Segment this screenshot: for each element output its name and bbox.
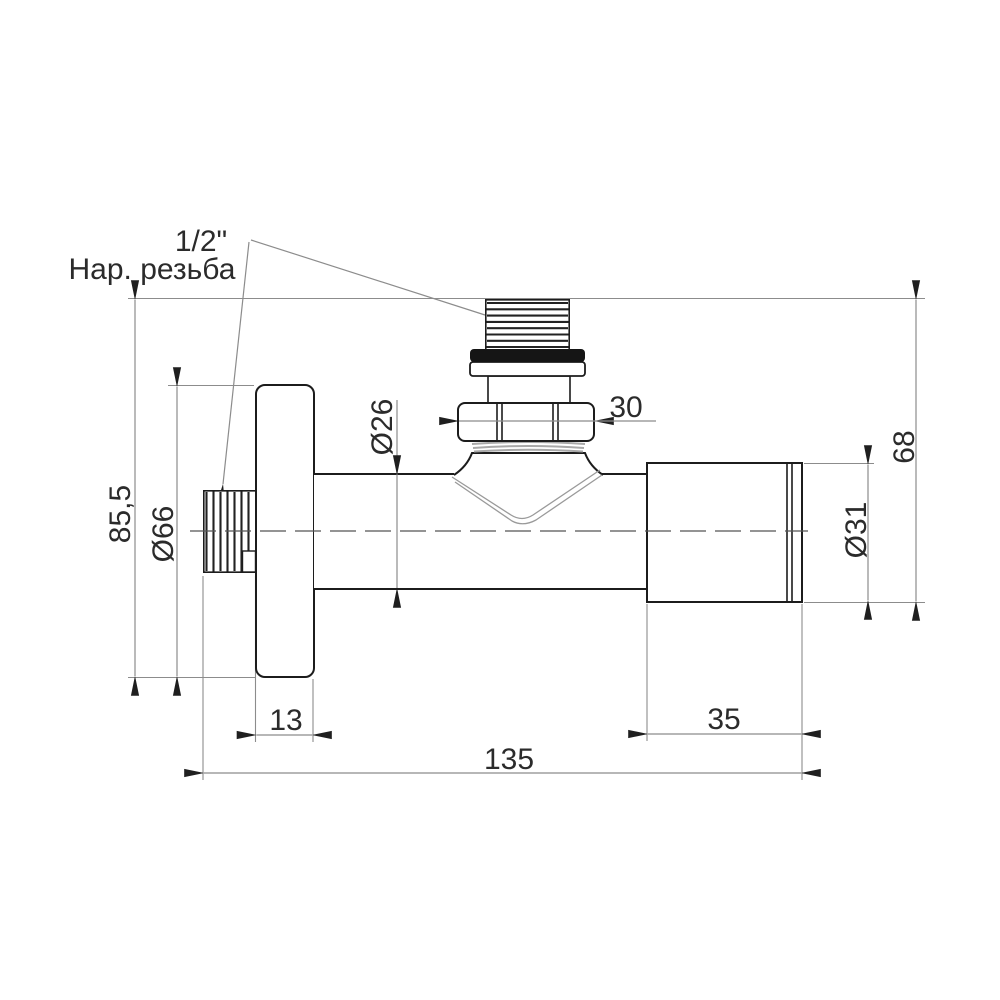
callout-leaders (216, 239, 506, 505)
branch-neck (487, 375, 571, 404)
thread-runout (241, 550, 257, 573)
dim-overall-length: 135 (484, 743, 534, 776)
dim-flange-thickness: 13 (269, 704, 302, 737)
dim-overall-height: 85,5 (104, 485, 137, 543)
hex-nut (457, 402, 595, 442)
callout-thread-label: Нар. резьба (69, 253, 236, 286)
leader-to-left-thread (216, 241, 250, 505)
cone-inner-line (454, 474, 603, 525)
collar-ring (469, 361, 586, 377)
dim-handle-diameter: Ø31 (840, 502, 873, 559)
dim-flange-diameter: Ø66 (147, 506, 180, 563)
top-thread (484, 298, 571, 350)
callout-size-label: 1/2" (175, 225, 227, 258)
collar-seal (470, 349, 585, 362)
dim-nut-across-flats: 30 (609, 391, 642, 424)
branch-cone (451, 452, 604, 525)
dim-handle-length: 35 (707, 703, 740, 736)
cone-inner-line (451, 469, 601, 520)
top-thread-ridges (486, 301, 569, 349)
leader-to-top-thread (250, 239, 506, 325)
dim-inlet-height: 68 (888, 430, 921, 463)
dimension-lines (130, 280, 921, 778)
dim-pipe-diameter: Ø26 (366, 399, 399, 456)
handle (646, 462, 803, 603)
labels: 1/2" Нар. резьба 85,5 Ø66 Ø26 30 68 Ø31 … (69, 225, 921, 776)
thread-rings (471, 441, 586, 453)
